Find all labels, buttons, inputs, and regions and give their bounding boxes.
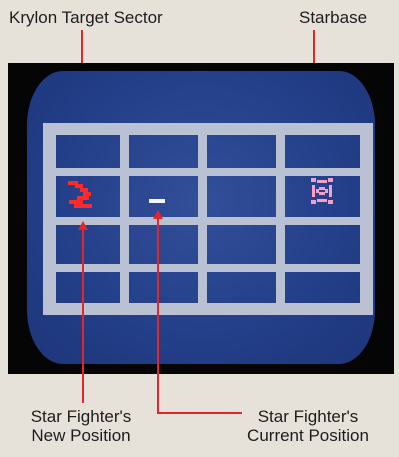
sector-grid-line [43,303,373,315]
current-position-label-line2: Current Position [247,426,369,445]
sector-grid-line [43,168,373,176]
sector-grid-line [276,123,285,315]
new-position-callout-line [82,228,84,403]
krylon-ship-icon [65,180,99,210]
sector-grid-line [198,123,207,315]
sector-grid-line [43,123,373,135]
current-position-label-line1: Star Fighter's [258,407,359,426]
sector-grid-line [43,264,373,272]
sector-grid-line [43,123,56,315]
game-display [8,63,394,374]
sector-grid-line [120,123,129,315]
new-position-label-line2: New Position [31,426,130,445]
current-position-label: Star Fighter's Current Position [226,407,390,445]
current-position-callout-line [157,217,159,414]
star-fighter-marker-icon [149,199,165,203]
new-position-label: Star Fighter's New Position [8,407,154,445]
screen-background [27,71,375,364]
starbase-label: Starbase [299,8,367,27]
new-position-label-line1: Star Fighter's [31,407,132,426]
starbase-icon [310,177,334,205]
sector-grid-line [360,123,373,315]
sector-grid-line [43,217,373,225]
krylon-target-sector-label: Krylon Target Sector [9,8,163,27]
